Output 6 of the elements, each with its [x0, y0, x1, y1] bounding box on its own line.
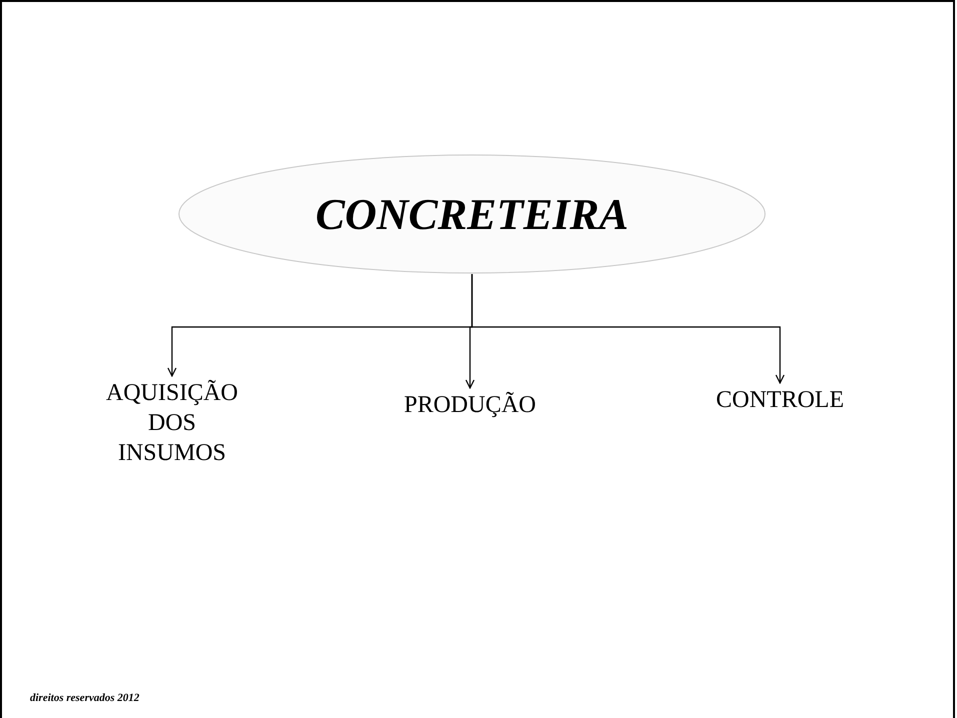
- category-text: AQUISIÇÃO DOS INSUMOS: [92, 378, 252, 518]
- category-text: PRODUÇÃO: [380, 390, 560, 440]
- title-ellipse: CONCRETEIRA: [178, 154, 766, 274]
- footer-note: direitos reservados 2012: [30, 691, 140, 706]
- category-text: CONTROLE: [700, 385, 860, 435]
- arrow: [471, 274, 785, 384]
